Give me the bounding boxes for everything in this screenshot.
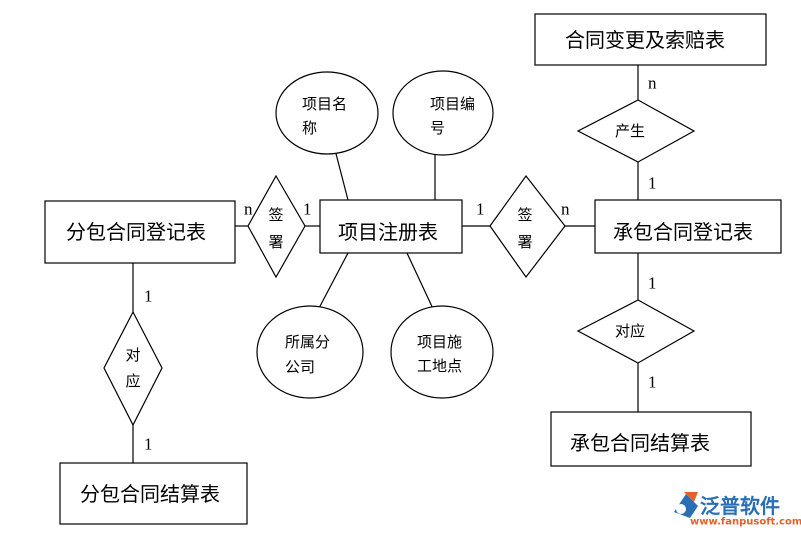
entity-label-contract-change: 合同变更及索赔表 — [565, 28, 725, 52]
entity-label-subcontract-register: 分包合同登记表 — [66, 220, 206, 244]
logo-name: 泛普软件 — [700, 494, 780, 518]
cardinality-labels: n 1 n 1 1 n 1 1 1 1 — [144, 74, 657, 454]
entity-label-main-contract-register: 承包合同登记表 — [613, 220, 753, 244]
entity-box-contract-change — [534, 13, 767, 66]
attributes — [256, 70, 494, 399]
relation-label-produce: 产生 — [615, 122, 645, 140]
relation-label-correspond-left-1: 对 — [125, 346, 140, 364]
attribute-label-site-1: 项目施 — [417, 333, 462, 351]
attribute-label-branch-1: 所属分 — [285, 333, 330, 351]
attribute-site — [390, 305, 494, 399]
entity-labels: 合同变更及索赔表 项目注册表 分包合同登记表 承包合同登记表 承包合同结算表 分… — [66, 28, 753, 506]
attribute-project-name — [275, 71, 379, 155]
cardinality-corr-right-top: 1 — [648, 274, 657, 293]
attribute-label-site-2: 工地点 — [417, 357, 462, 375]
entity-box-subcontract-register — [44, 200, 236, 264]
relation-correspond-right — [576, 299, 696, 364]
entity-box-main-contract-settlement — [550, 411, 752, 467]
relation-correspond-left — [103, 310, 163, 427]
line-branch-attr — [317, 252, 349, 311]
logo-url: www.fanpusoft.com — [690, 517, 801, 528]
entity-box-subcontract-settlement — [59, 462, 248, 525]
attribute-label-project-name-1: 项目名 — [302, 95, 347, 113]
entity-box-main-contract-register — [594, 199, 782, 254]
attribute-labels: 项目名 称 项目编 号 所属分 公司 项目施 工地点 — [285, 95, 475, 376]
entity-label-subcontract-settlement: 分包合同结算表 — [80, 482, 220, 506]
attribute-branch — [256, 305, 364, 399]
cardinality-sign-right-1: 1 — [476, 200, 485, 219]
line-site-attr — [406, 252, 436, 314]
entity-label-main-contract-settlement: 承包合同结算表 — [570, 431, 710, 455]
entities — [44, 13, 782, 525]
cardinality-corr-left-top: 1 — [144, 287, 153, 306]
entity-box-project-register — [319, 199, 463, 254]
cardinality-change-1: 1 — [648, 174, 657, 193]
line-name-attr — [333, 145, 349, 201]
attribute-project-number — [392, 70, 494, 156]
entity-label-project-register: 项目注册表 — [338, 220, 438, 244]
relation-label-sign-right-1: 签 — [517, 206, 532, 224]
cardinality-sign-right-n: n — [561, 200, 570, 219]
attribute-label-project-name-2: 称 — [302, 119, 317, 137]
relation-produce — [576, 99, 696, 163]
relation-sign-left — [247, 174, 306, 279]
attribute-label-branch-2: 公司 — [285, 358, 315, 376]
relation-sign-right — [489, 174, 566, 279]
cardinality-corr-right-bottom: 1 — [648, 373, 657, 392]
fanpu-logo: 泛普软件 www.fanpusoft.com — [674, 492, 801, 528]
attribute-label-project-number-1: 项目编 — [430, 95, 475, 113]
cardinality-corr-left-bottom: 1 — [144, 435, 153, 454]
relations — [103, 99, 696, 427]
relation-label-correspond-right: 对应 — [615, 322, 645, 340]
relation-label-sign-left-1: 签 — [268, 206, 283, 224]
cardinality-sign-left-1: 1 — [303, 200, 312, 219]
attribute-label-project-number-2: 号 — [430, 119, 445, 137]
cardinality-change-n: n — [648, 74, 657, 93]
cardinality-sign-left-n: n — [244, 200, 253, 219]
connectors — [132, 65, 639, 463]
relation-label-sign-left-2: 署 — [268, 233, 283, 251]
relation-labels: 产生 签 署 签 署 对应 对 应 — [125, 122, 645, 390]
relation-label-correspond-left-2: 应 — [125, 372, 140, 390]
relation-label-sign-right-2: 署 — [517, 233, 532, 251]
logo-icon — [674, 492, 698, 518]
